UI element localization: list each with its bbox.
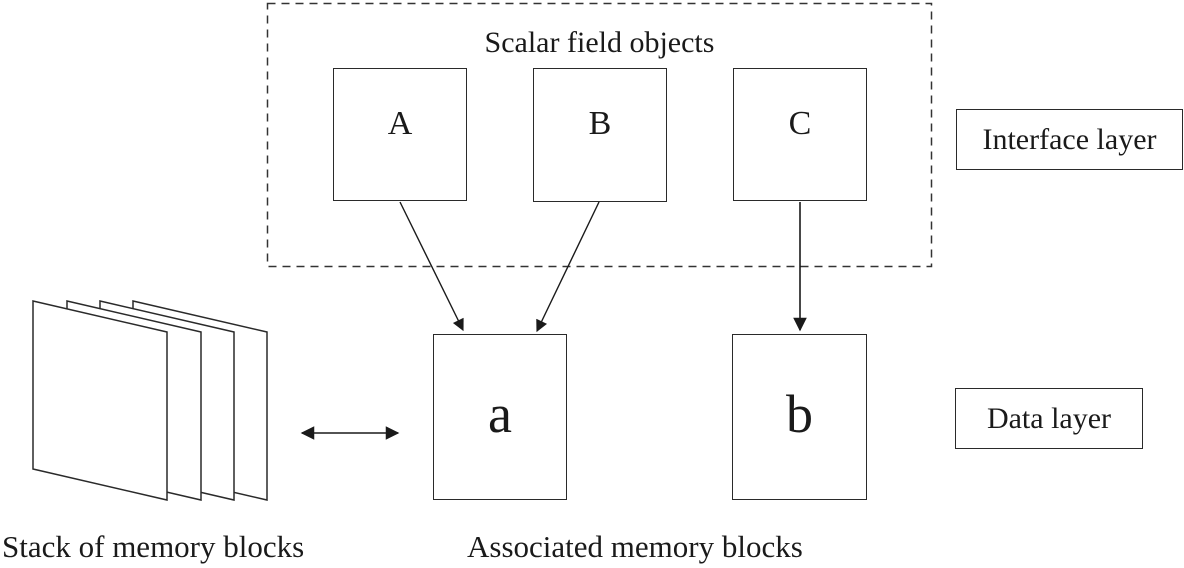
memory-block-b-label: b (786, 384, 813, 444)
memory-block-a: a (433, 334, 567, 500)
interface-layer-label-box: Interface layer (956, 109, 1183, 170)
scalar-field-object-B-label: B (588, 105, 612, 142)
scalar-field-object-B: B (533, 68, 667, 202)
scalar-field-object-A: A (333, 68, 467, 201)
interface-layer-label: Interface layer (982, 122, 1157, 156)
data-layer-label-box: Data layer (955, 388, 1143, 449)
interface-layer-dashed-boundary (266, 2, 933, 268)
scalar-field-object-C: C (733, 68, 867, 201)
scalar-field-object-A-label: A (387, 104, 413, 142)
memory-sheet-1 (32, 300, 168, 501)
scalar-field-object-C-label: C (788, 104, 812, 142)
scalar-field-objects-title: Scalar field objects (484, 26, 715, 59)
stack-of-memory-blocks (32, 300, 268, 501)
data-layer-label: Data layer (986, 401, 1112, 435)
memory-block-a-label: a (488, 384, 512, 444)
stack-caption: Stack of memory blocks (2, 529, 305, 564)
associated-caption: Associated memory blocks (467, 529, 803, 564)
arrow-B-to-a (536, 201, 600, 333)
arrow-A-to-a (399, 201, 464, 332)
memory-block-b: b (732, 334, 867, 500)
